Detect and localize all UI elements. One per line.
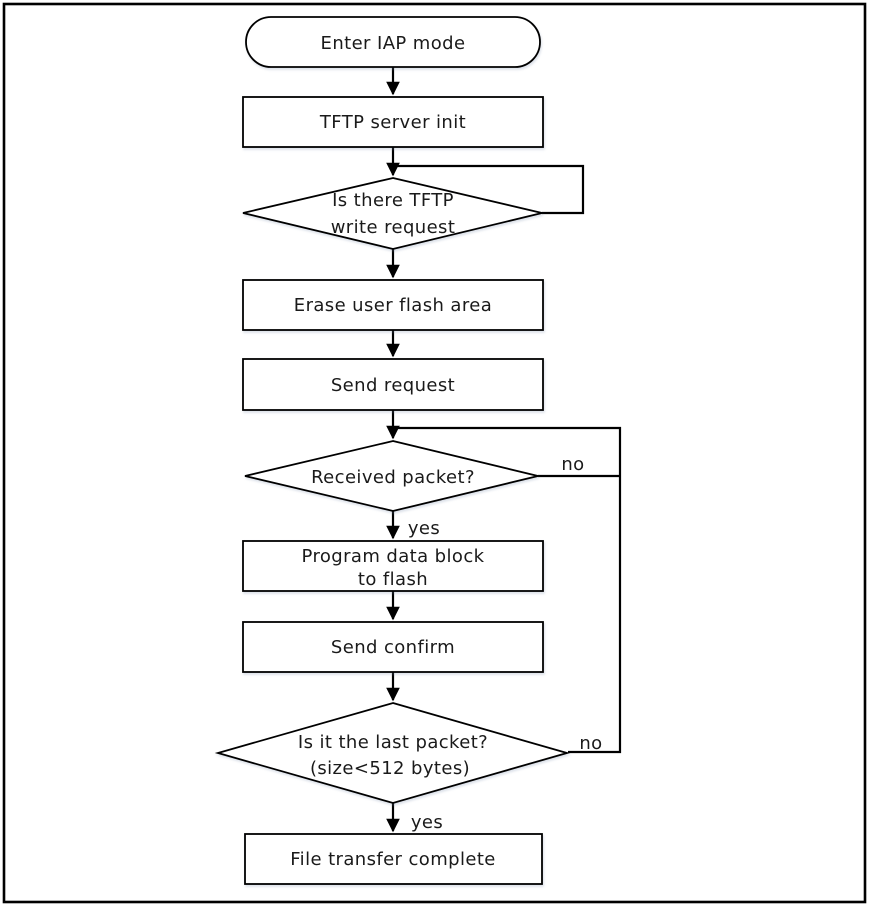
node-last-packet-shape (214, 702, 571, 804)
node-send-confirm-shape (242, 621, 544, 673)
node-received-packet-shape (244, 440, 539, 512)
node-tftp-server-init-label: TFTP server init (319, 112, 466, 133)
node-start-label: Enter IAP mode (321, 33, 466, 54)
node-last-packet-label-line2: (size<512 bytes) (310, 758, 470, 779)
node-program-flash-label-line2: to flash (358, 569, 428, 590)
node-tftp-write-request-label-line2: write request (331, 217, 456, 238)
node-erase-flash-shape (242, 279, 544, 331)
node-last-packet-label-line1: Is it the last packet? (298, 732, 488, 753)
edge-retry-loop (394, 426, 622, 754)
node-tftp-write-request-label-line1: Is there TFTP (332, 190, 454, 211)
node-tftp-write-request-shape (242, 177, 543, 250)
node-send-request-shape (242, 358, 544, 411)
edge-label-received-packet-no: no (561, 454, 584, 475)
node-send-confirm-label: Send confirm (331, 637, 455, 658)
node-tftp-server-init-shape (242, 96, 544, 148)
node-received-packet-label: Received packet? (311, 467, 475, 488)
node-erase-flash-label: Erase user flash area (294, 295, 492, 316)
node-program-flash-shape (242, 540, 544, 592)
node-send-request-label: Send request (331, 375, 455, 396)
node-start-shape (245, 16, 541, 68)
edge-label-last-packet-no: no (579, 733, 602, 754)
node-program-flash-label-line1: Program data block (302, 546, 485, 567)
edge-write-request-loop (394, 164, 585, 215)
node-file-transfer-complete-label: File transfer complete (290, 849, 496, 870)
node-file-transfer-complete-shape (244, 833, 543, 885)
edge-label-received-packet-yes: yes (408, 518, 440, 539)
edge-label-last-packet-yes: yes (411, 812, 443, 833)
